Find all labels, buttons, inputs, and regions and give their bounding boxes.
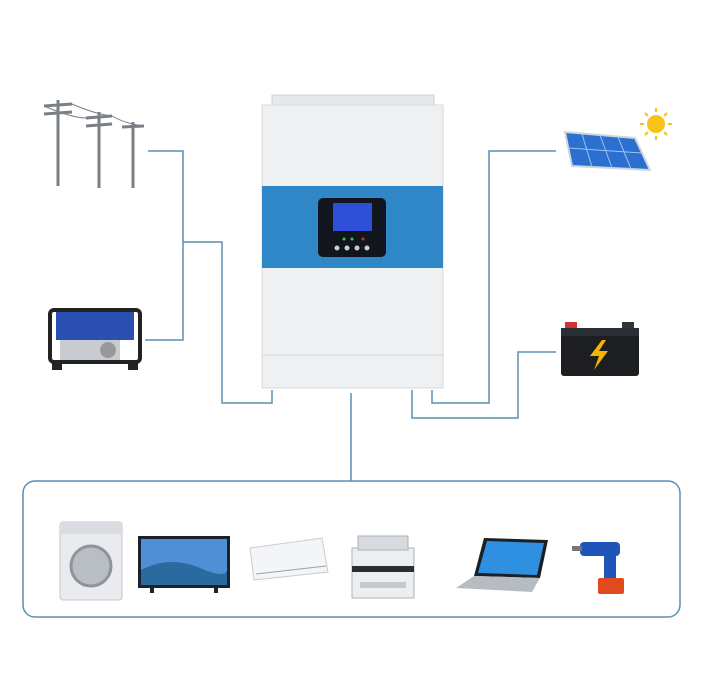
generator-icon xyxy=(48,308,142,370)
laptop-icon xyxy=(456,538,548,592)
lcd-screen xyxy=(333,203,372,231)
wire-battery xyxy=(411,351,556,419)
air-conditioner-icon xyxy=(249,537,329,581)
television-icon xyxy=(138,536,230,593)
loads-frame xyxy=(22,480,681,618)
sun-icon xyxy=(640,108,672,140)
wire-grid xyxy=(145,150,184,341)
power-drill-icon xyxy=(572,542,624,594)
utility-power-poles-icon xyxy=(43,100,145,188)
wire-solar xyxy=(431,150,556,404)
hybrid-inverter-icon xyxy=(261,94,444,389)
wire-grid-to-inverter xyxy=(183,241,273,404)
washing-machine-icon xyxy=(59,521,123,601)
printer-icon xyxy=(351,535,415,599)
solar-panel-icon xyxy=(563,130,652,172)
battery-icon xyxy=(561,322,639,376)
wiring xyxy=(22,150,681,618)
